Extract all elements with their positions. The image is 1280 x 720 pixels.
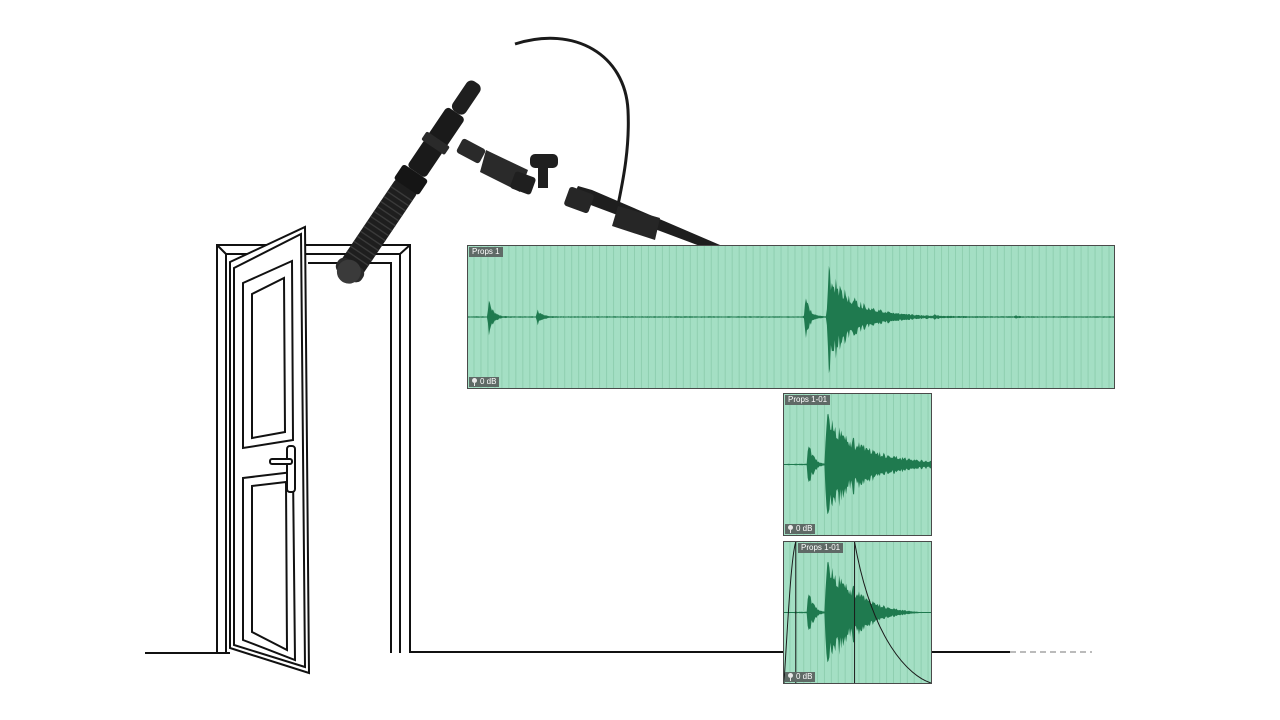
clip-gain-control[interactable]: 0 dB	[469, 377, 500, 387]
waveform	[784, 394, 931, 535]
waveform	[784, 542, 931, 683]
shotgun-microphone	[335, 80, 481, 284]
waveform-path	[784, 561, 931, 663]
waveform	[468, 246, 1114, 388]
audio-clip-props-1-01[interactable]: Props 1-01 0 dB	[783, 393, 932, 536]
clip-gain-value: 0 dB	[796, 672, 813, 681]
clip-gain-control[interactable]: 0 dB	[785, 524, 816, 534]
waveform-path	[784, 413, 931, 515]
clip-gain-value: 0 dB	[796, 524, 813, 533]
fade-in-curve	[784, 542, 797, 683]
boom-pole	[456, 36, 720, 246]
audio-clip-props-1[interactable]: Props 1 0 dB	[467, 245, 1115, 389]
clip-gain-icon	[471, 378, 478, 386]
open-door	[229, 225, 311, 675]
clip-name-label: Props 1-01	[798, 543, 844, 553]
door-frame	[216, 244, 411, 653]
clip-gain-control[interactable]: 0 dB	[785, 672, 816, 682]
fade-out-curve	[854, 542, 931, 683]
clip-gain-value: 0 dB	[480, 377, 497, 386]
clip-name-label: Props 1	[469, 247, 503, 257]
audio-clip-props-1-01-faded[interactable]: Props 1-01 0 dB	[783, 541, 932, 684]
clip-gain-icon	[787, 525, 794, 533]
clip-gain-icon	[787, 673, 794, 681]
clip-name-label: Props 1-01	[785, 395, 831, 405]
